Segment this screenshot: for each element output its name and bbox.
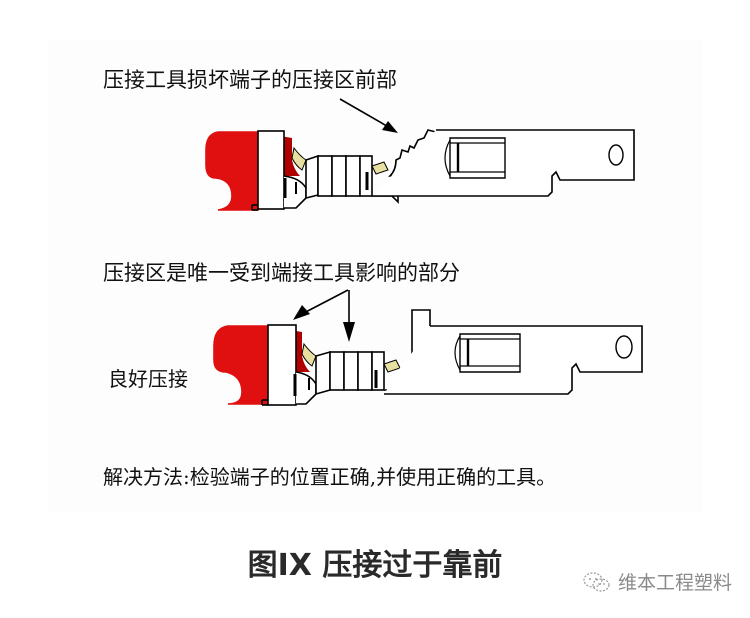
good-crimp-label: 良好压接 xyxy=(108,367,188,391)
insulation xyxy=(213,325,269,405)
insulation xyxy=(205,131,259,211)
watermark-text: 维本工程塑料 xyxy=(618,572,733,594)
crimp-zone-label: 压接区是唯一受到端接工具影响的部分 xyxy=(103,261,460,285)
solution-text: 解决方法:检验端子的位置正确,并使用正确的工具。 xyxy=(103,465,557,489)
damaged-zone-label: 压接工具损坏端子的压接区前部 xyxy=(103,68,397,92)
watermark: 维本工程塑料 xyxy=(582,568,732,595)
arrows-crimp-zone xyxy=(293,289,355,342)
figure-caption: 图IX 压接过于靠前 xyxy=(247,548,503,583)
wechat-icon xyxy=(583,571,610,592)
damaged-terminal xyxy=(205,129,635,211)
good-crimp-terminal xyxy=(213,309,643,406)
arrow-damaged-zone xyxy=(339,98,398,133)
